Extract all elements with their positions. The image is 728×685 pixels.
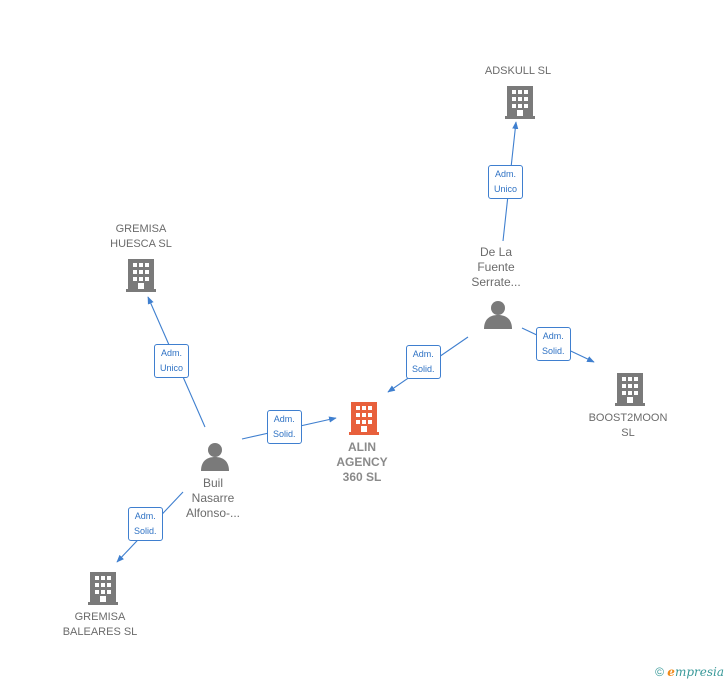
copyright-icon: © [655, 665, 664, 679]
building-icon [88, 572, 118, 605]
edge-label-buil-gremisa-baleares: Adm. Solid. [128, 507, 163, 541]
brand-logo: empresia [667, 665, 724, 679]
gremisa-baleares-label[interactable]: GREMISA BALEARES SL [50, 610, 150, 640]
brand-initial: e [667, 665, 675, 679]
label-line: BOOST2MOON [588, 412, 668, 424]
edge-label-buil-center: Adm. Solid. [267, 410, 302, 444]
edge-label-line: Unico [160, 363, 184, 373]
edge-label-line: Solid. [273, 429, 296, 439]
edge-label-delafuente-center: Adm. Solid. [406, 345, 441, 379]
buil-label[interactable]: Buil Nasarre Alfonso-... [173, 476, 253, 521]
edge-label-delafuente-boost: Adm. Solid. [536, 327, 571, 361]
center-company-label[interactable]: ALIN AGENCY 360 SL [322, 440, 402, 485]
edge-label-line: Solid. [134, 526, 157, 536]
building-icon [505, 86, 535, 119]
adskull-label[interactable]: ADSKULL SL [468, 64, 568, 79]
edge-label-line: Adm. [273, 414, 295, 424]
label-line: Buil [202, 476, 223, 490]
edge-label-line: Solid. [542, 346, 565, 356]
label-line: ADSKULL SL [484, 65, 552, 77]
edge-label-line: Adm. [412, 349, 434, 359]
building-icon [615, 373, 645, 406]
delafuente-label[interactable]: De La Fuente Serrate... [456, 245, 536, 290]
boost2moon-label[interactable]: BOOST2MOON SL [578, 411, 678, 441]
edge-label-line: Adm. [134, 511, 156, 521]
gremisa-huesca-label[interactable]: GREMISA HUESCA SL [91, 222, 191, 252]
label-line: GREMISA [115, 223, 167, 235]
building-icon [126, 259, 156, 292]
label-line: Alfonso-... [185, 506, 241, 520]
person-icon [484, 301, 512, 329]
edge-label-line: Adm. [161, 348, 183, 358]
label-line: De La [479, 245, 513, 259]
label-line: AGENCY [336, 455, 388, 469]
edge-label-buil-gremisa-huesca: Adm. Unico [154, 344, 190, 378]
label-line: ALIN [348, 440, 376, 454]
edge-label-delafuente-adskull: Adm. Unico [488, 165, 524, 199]
brand-name: mpresia [674, 665, 724, 679]
building-icon [349, 402, 379, 435]
edge-label-line: Unico [494, 184, 518, 194]
person-icon [201, 443, 229, 471]
label-line: Nasarre [191, 491, 235, 505]
label-line: HUESCA SL [110, 238, 172, 250]
label-line: SL [621, 427, 635, 439]
label-line: GREMISA [74, 611, 126, 623]
edge-label-line: Solid. [412, 364, 435, 374]
label-line: 360 SL [342, 470, 382, 484]
label-line: BALEARES SL [62, 626, 138, 638]
edge-label-line: Adm. [542, 331, 564, 341]
footer-credit[interactable]: © empresia [655, 665, 724, 679]
label-line: Fuente [477, 260, 515, 274]
label-line: Serrate... [471, 275, 521, 289]
edge-label-line: Adm. [495, 169, 517, 179]
